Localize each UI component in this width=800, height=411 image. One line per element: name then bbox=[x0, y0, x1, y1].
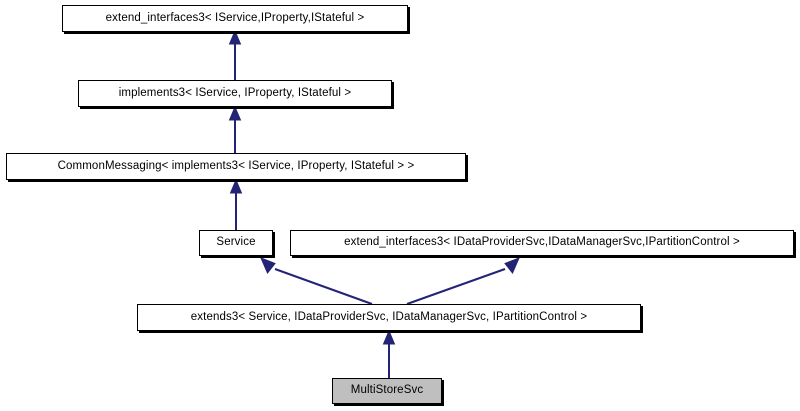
class-node-multi-store-svc[interactable]: MultiStoreSvc bbox=[332, 378, 442, 404]
class-node-extend-interfaces3-idataprovider[interactable]: extend_interfaces3< IDataProviderSvc,IDa… bbox=[290, 230, 794, 256]
class-node-label: Service bbox=[216, 236, 256, 249]
class-node-label: MultiStoreSvc bbox=[350, 384, 424, 397]
class-node-extend-interfaces3-iservice[interactable]: extend_interfaces3< IService,IProperty,I… bbox=[62, 5, 408, 32]
class-node-implements3[interactable]: implements3< IService, IProperty, IState… bbox=[78, 80, 392, 107]
class-node-label: extend_interfaces3< IService,IProperty,I… bbox=[105, 11, 365, 24]
class-node-label: CommonMessaging< implements3< IService, … bbox=[57, 159, 415, 172]
edge-service-to-commonmessaging bbox=[229, 178, 243, 230]
class-node-label: extends3< Service, IDataProviderSvc, IDa… bbox=[190, 310, 588, 323]
edge-commonmessaging-to-implements3 bbox=[228, 105, 242, 153]
edge-implements3-to-extend-interfaces3 bbox=[228, 29, 242, 80]
class-node-label: extend_interfaces3< IDataProviderSvc,IDa… bbox=[344, 236, 740, 249]
class-node-label: implements3< IService, IProperty, IState… bbox=[118, 86, 352, 99]
class-node-extends3[interactable]: extends3< Service, IDataProviderSvc, IDa… bbox=[137, 304, 641, 331]
edge-extends3-to-extend-interfaces3-idataprovider bbox=[406, 257, 520, 305]
edge-multistoresvc-to-extends3 bbox=[382, 329, 396, 378]
class-node-service[interactable]: Service bbox=[199, 230, 273, 256]
edge-extends3-to-service bbox=[260, 257, 373, 305]
class-node-common-messaging[interactable]: CommonMessaging< implements3< IService, … bbox=[6, 153, 466, 180]
